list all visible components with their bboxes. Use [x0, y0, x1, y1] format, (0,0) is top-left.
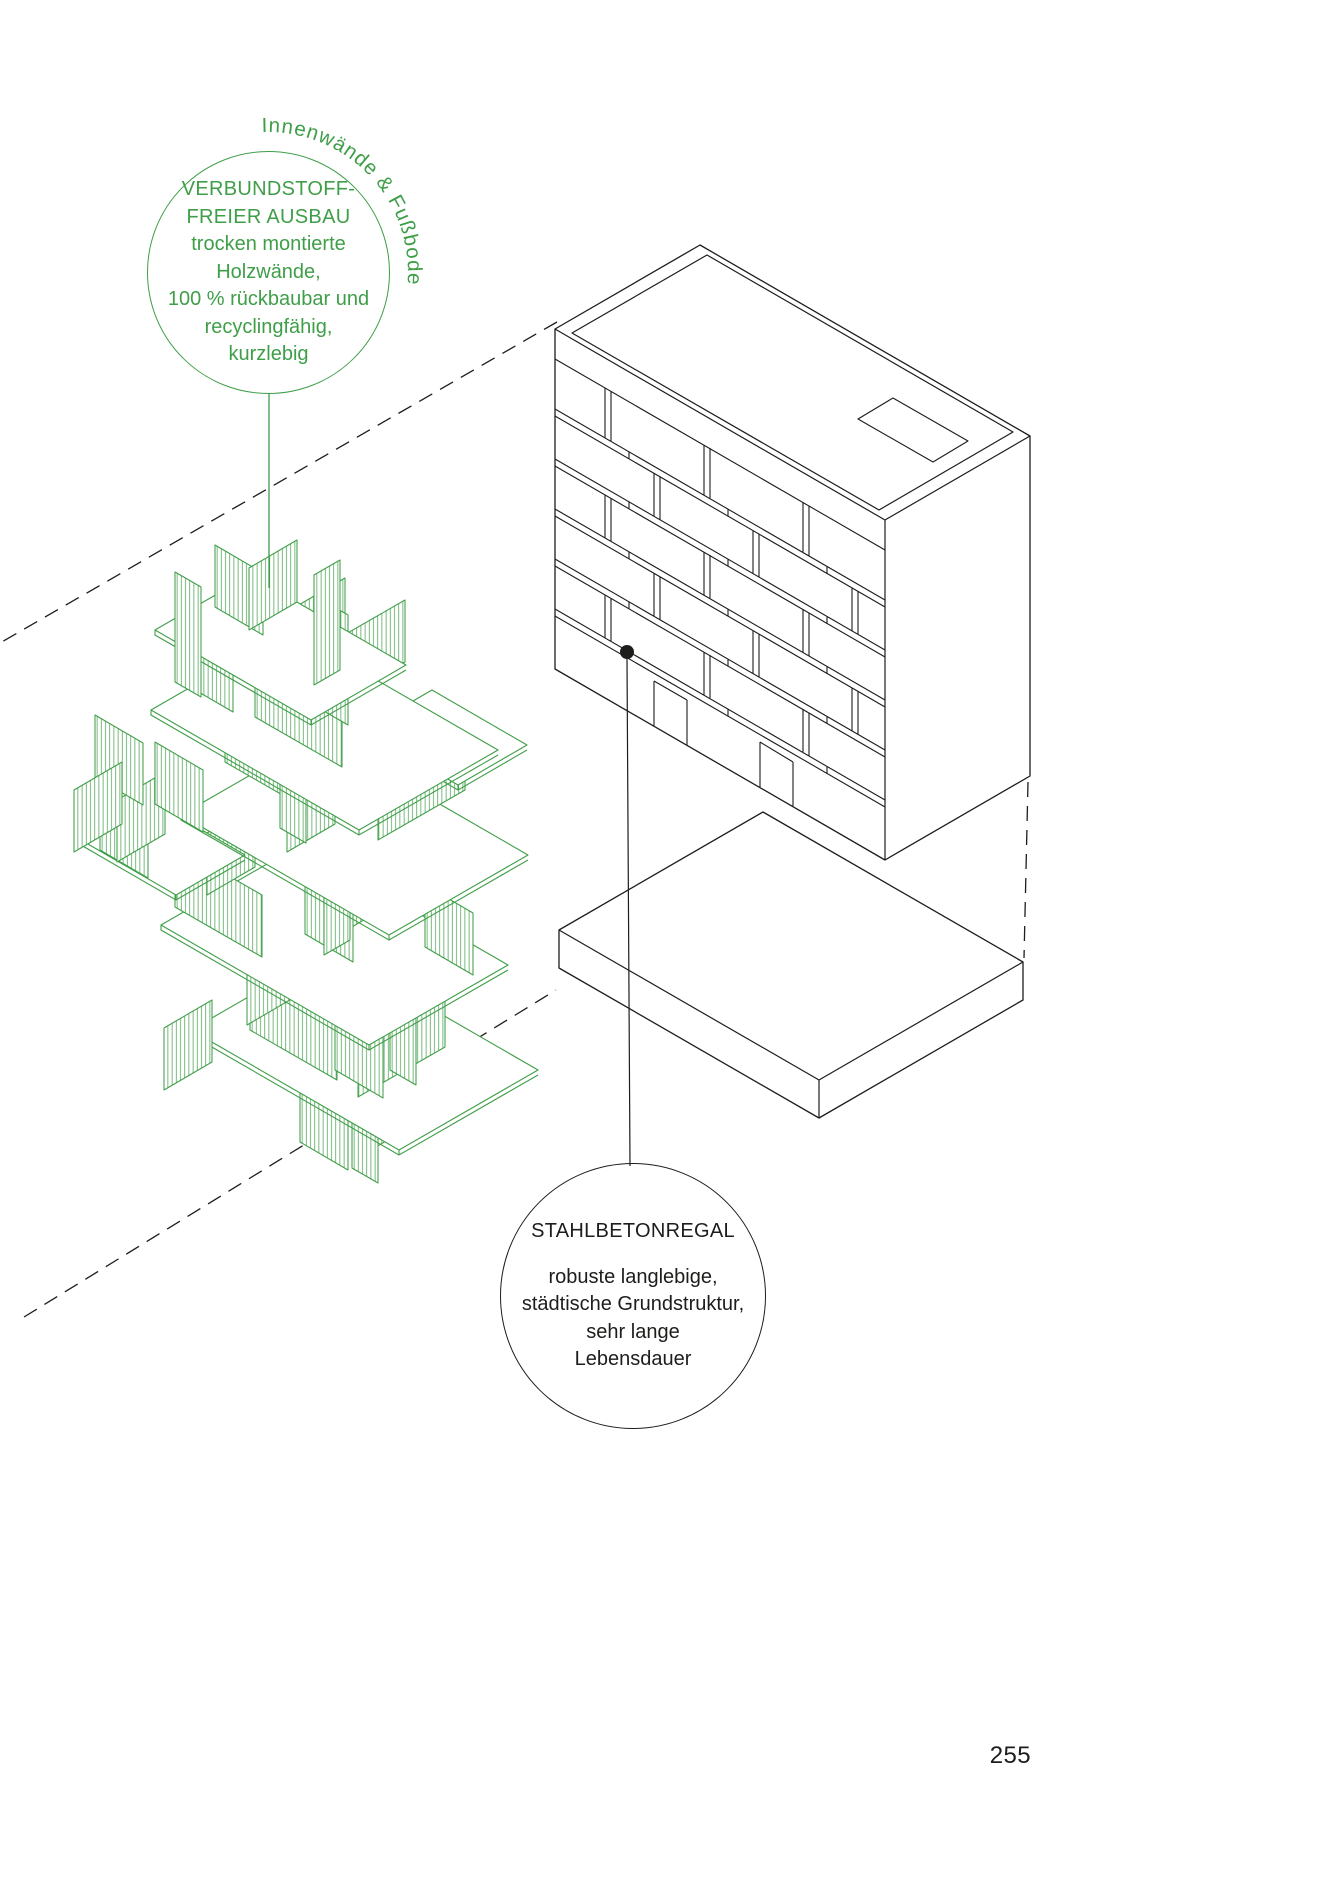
black-annotation-title: STAHLBETONREGAL [531, 1220, 735, 1243]
concrete-shelf-drawing [554, 244, 1031, 861]
black-annotation-body-line: robuste langlebige, [548, 1265, 718, 1288]
green-annotation-bubble: VERBUNDSTOFF- FREIER AUSBAU trocken mont… [147, 151, 390, 394]
green-annotation-body-line: kurzlebig [228, 343, 309, 366]
black-annotation-body-line: städtische Grundstruktur, [521, 1293, 745, 1316]
black-annotation-body-line: sehr lange [586, 1320, 680, 1343]
green-annotation-body-line: 100 % rückbaubar und [167, 288, 370, 311]
explosion-dashed-lines [0, 321, 1029, 1318]
green-annotation-title-line1: VERBUNDSTOFF- [181, 178, 356, 201]
black-annotation-body-line: Lebensdauer [574, 1348, 692, 1371]
black-annotation-bubble: STAHLBETONREGAL robuste langlebige, städ… [500, 1163, 766, 1429]
black-leader [620, 645, 634, 1167]
green-annotation-title-line2: FREIER AUSBAU [186, 205, 351, 228]
timber-structure-drawing [73, 539, 539, 1184]
green-annotation-body-line: recyclingfähig, [204, 315, 333, 338]
green-annotation-body-line: Holzwände, [216, 260, 321, 283]
green-annotation-body-line: trocken montierte [191, 233, 346, 256]
base-slab-drawing [558, 811, 1024, 1119]
page-number: 255 [989, 1742, 1031, 1769]
marker-dot [620, 645, 634, 659]
